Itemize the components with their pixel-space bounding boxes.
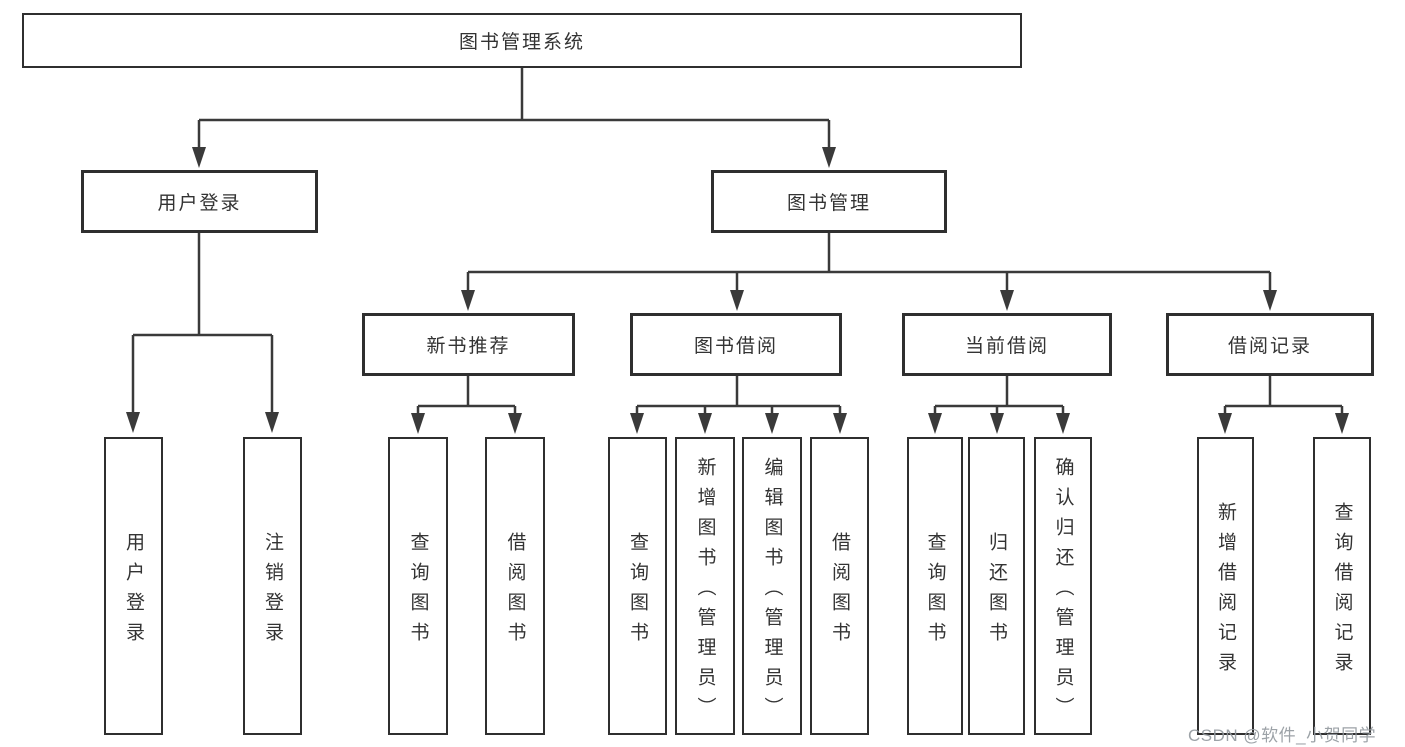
leaf-query-books-borrow: 查询图书	[608, 437, 667, 735]
node-label: 图书管理	[786, 193, 871, 214]
node-label: 确认归还（管理员）	[1052, 456, 1074, 727]
leaf-user-login: 用户登录	[104, 437, 163, 735]
node-book-management: 图书管理	[711, 170, 947, 233]
node-label: 新增借阅记录	[1215, 501, 1236, 682]
node-label: 查询图书	[407, 531, 429, 652]
node-label: 用户登录	[157, 193, 242, 214]
leaf-query-books-current: 查询图书	[907, 437, 963, 735]
node-new-book-recommend: 新书推荐	[362, 313, 575, 376]
leaf-confirm-return-admin: 确认归还（管理员）	[1034, 437, 1092, 735]
connector-paths	[131, 67, 1344, 417]
node-label: 图书借阅	[693, 336, 778, 357]
leaf-edit-book-admin: 编辑图书（管理员）	[742, 437, 802, 735]
leaf-borrow-books-recommend: 借阅图书	[485, 437, 545, 735]
leaf-query-borrow-record: 查询借阅记录	[1313, 437, 1371, 735]
node-label: 当前借阅	[964, 336, 1049, 357]
node-label: 新增图书（管理员）	[694, 456, 716, 727]
leaf-add-book-admin: 新增图书（管理员）	[675, 437, 735, 735]
watermark-text: CSDN @软件_小贺同学	[1188, 726, 1377, 745]
node-label: 查询图书	[627, 531, 648, 652]
node-current-borrowing: 当前借阅	[902, 313, 1112, 376]
leaf-add-borrow-record: 新增借阅记录	[1197, 437, 1254, 735]
node-label: 查询图书	[924, 531, 946, 652]
leaf-borrow-books: 借阅图书	[810, 437, 869, 735]
node-label: 借阅图书	[829, 531, 850, 652]
node-label: 新书推荐	[426, 336, 511, 357]
node-label: 图书管理系统	[458, 32, 585, 53]
node-user-login: 用户登录	[81, 170, 318, 233]
node-label: 查询借阅记录	[1331, 501, 1353, 682]
node-label: 注销登录	[262, 531, 283, 652]
node-borrowing-records: 借阅记录	[1166, 313, 1374, 376]
arrowheads	[126, 147, 1349, 434]
node-label: 用户登录	[123, 531, 144, 652]
node-book-borrowing: 图书借阅	[630, 313, 842, 376]
node-system-root: 图书管理系统	[22, 13, 1022, 68]
node-label: 归还图书	[986, 531, 1007, 652]
node-label: 借阅图书	[504, 531, 526, 652]
node-label: 编辑图书（管理员）	[761, 456, 783, 727]
leaf-query-books-recommend: 查询图书	[388, 437, 448, 735]
leaf-logout: 注销登录	[243, 437, 302, 735]
leaf-return-book: 归还图书	[968, 437, 1025, 735]
node-label: 借阅记录	[1227, 336, 1312, 357]
